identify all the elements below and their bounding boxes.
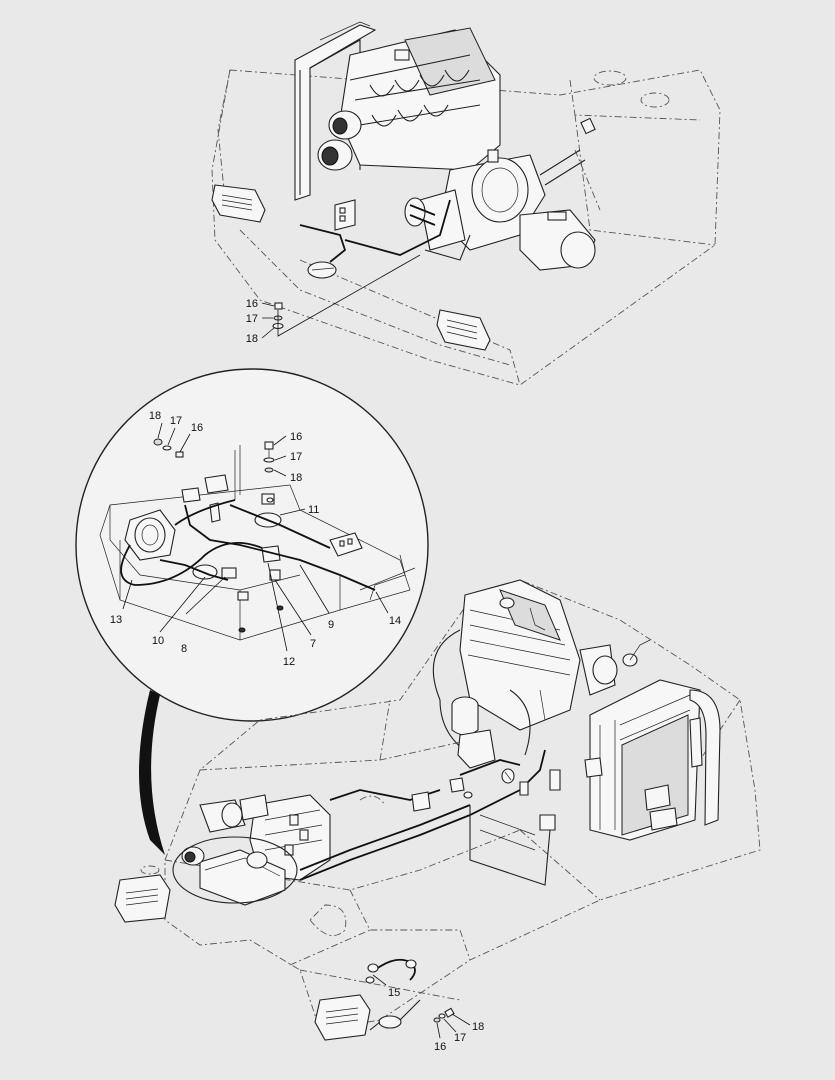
callout-label: 13 — [110, 614, 122, 626]
callout-group-top: 16 17 18 — [246, 298, 275, 345]
callout-group-bottom: 15 18 17 16 — [372, 974, 484, 1053]
callout-label: 11 — [308, 504, 319, 516]
callout-label: 18 — [149, 410, 161, 422]
detail-pointer — [139, 690, 165, 855]
callout-label: 17 — [170, 415, 182, 427]
callout-label: 14 — [389, 615, 401, 627]
callout-label: 16 — [246, 298, 258, 310]
detail-circle: 18 17 16 16 17 18 11 13 10 8 12 7 9 14 — [75, 368, 429, 855]
callout-label: 10 — [152, 635, 164, 647]
callout-label: 17 — [246, 313, 258, 325]
upper-machine-assembly: 16 17 18 — [211, 21, 721, 386]
callout-label: 17 — [290, 451, 302, 463]
callout-label: 16 — [290, 431, 302, 443]
callout-label: 9 — [328, 619, 334, 631]
callout-label: 18 — [472, 1021, 484, 1033]
callout-label: 8 — [181, 643, 187, 655]
callout-label: 12 — [283, 656, 295, 668]
callout-label: 7 — [310, 638, 316, 650]
callout-label: 16 — [434, 1041, 446, 1053]
callout-label: 18 — [246, 333, 258, 345]
callout-label: 18 — [290, 472, 302, 484]
callout-label: 16 — [191, 422, 203, 434]
callout-label: 15 — [388, 987, 400, 999]
callout-label: 17 — [454, 1032, 466, 1044]
lower-machine-assembly: 15 18 17 16 — [114, 579, 761, 1053]
callout-group-detail: 18 17 16 16 17 18 11 13 10 8 12 7 9 14 — [110, 410, 401, 668]
